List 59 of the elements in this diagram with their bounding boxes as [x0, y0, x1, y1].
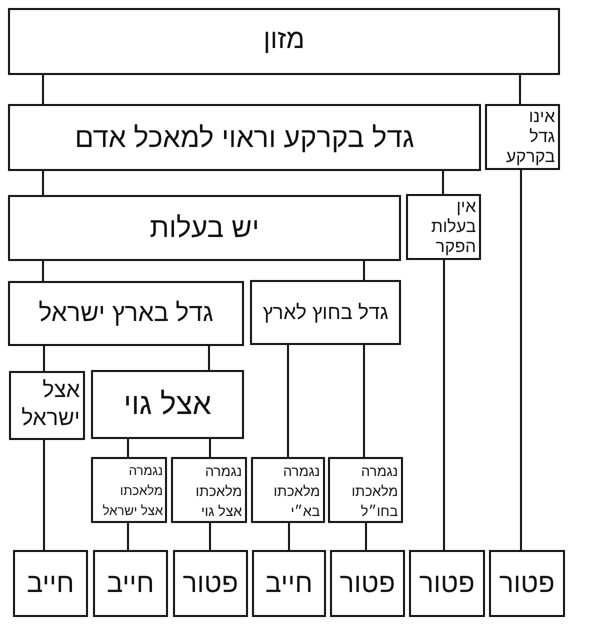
ruling-label: חייב	[26, 567, 74, 600]
category-label: נגמרה מלאכתו אצל גוי	[194, 462, 242, 521]
category-box	[485, 104, 560, 170]
connector-line	[43, 346, 45, 371]
connector-line	[363, 345, 365, 457]
ruling-box	[173, 550, 248, 617]
ruling-label: פטור	[182, 567, 238, 600]
category-label: נגמרה מלאכתו אצל ישראל	[102, 462, 163, 520]
connector-line	[127, 523, 129, 550]
connector-line	[288, 523, 290, 550]
ruling-label: פטור	[499, 567, 555, 600]
connector-line	[442, 171, 444, 194]
category-box	[8, 281, 244, 346]
connector-line	[127, 439, 129, 457]
category-label: נגמרה מלאכתו בחו״ל	[350, 462, 398, 521]
connector-line	[209, 439, 211, 457]
category-label: אצל גוי	[124, 387, 212, 423]
connector-line	[209, 523, 211, 550]
category-label: יש בעלות	[150, 211, 260, 245]
connector-line	[287, 345, 289, 457]
connector-line	[43, 440, 45, 550]
category-box	[8, 104, 481, 171]
category-label: אין בעלות הפקר	[430, 197, 476, 257]
ruling-label: חייב	[265, 567, 313, 600]
ruling-box	[252, 550, 326, 617]
category-box	[91, 370, 244, 439]
ruling-label: חייב	[106, 567, 154, 600]
category-label: גדל בחוץ לארץ	[262, 300, 388, 326]
category-label: גדל בקרקע וראוי למאכל אדם	[74, 120, 414, 154]
connector-line	[42, 261, 44, 281]
ruling-box	[13, 550, 88, 617]
ruling-box	[330, 550, 405, 617]
connector-line	[520, 170, 522, 550]
connector-line	[519, 75, 521, 104]
connector-line	[42, 171, 44, 195]
ruling-label: פטור	[419, 567, 475, 600]
category-label: אצל ישראל	[20, 376, 80, 432]
connector-line	[443, 260, 445, 550]
category-box	[328, 457, 403, 523]
category-box	[250, 280, 401, 345]
category-box	[8, 8, 560, 75]
category-label: גדל בארץ ישראל	[38, 298, 214, 329]
category-box	[9, 371, 85, 440]
ruling-label: פטור	[340, 567, 396, 600]
connector-line	[208, 346, 210, 370]
category-label: נגמרה מלאכתו בא״י	[272, 462, 320, 521]
connector-line	[42, 75, 44, 104]
category-box	[171, 457, 247, 523]
category-box	[8, 195, 401, 261]
category-label: מזון	[263, 23, 305, 56]
ruling-box	[409, 550, 485, 617]
category-box	[406, 194, 481, 260]
category-box	[251, 457, 325, 523]
connector-line	[363, 261, 365, 280]
category-label: אינו גדל בקרקע	[505, 107, 555, 167]
category-box	[91, 457, 167, 523]
ruling-box	[93, 550, 168, 617]
connector-line	[365, 523, 367, 550]
ruling-box	[489, 550, 565, 617]
